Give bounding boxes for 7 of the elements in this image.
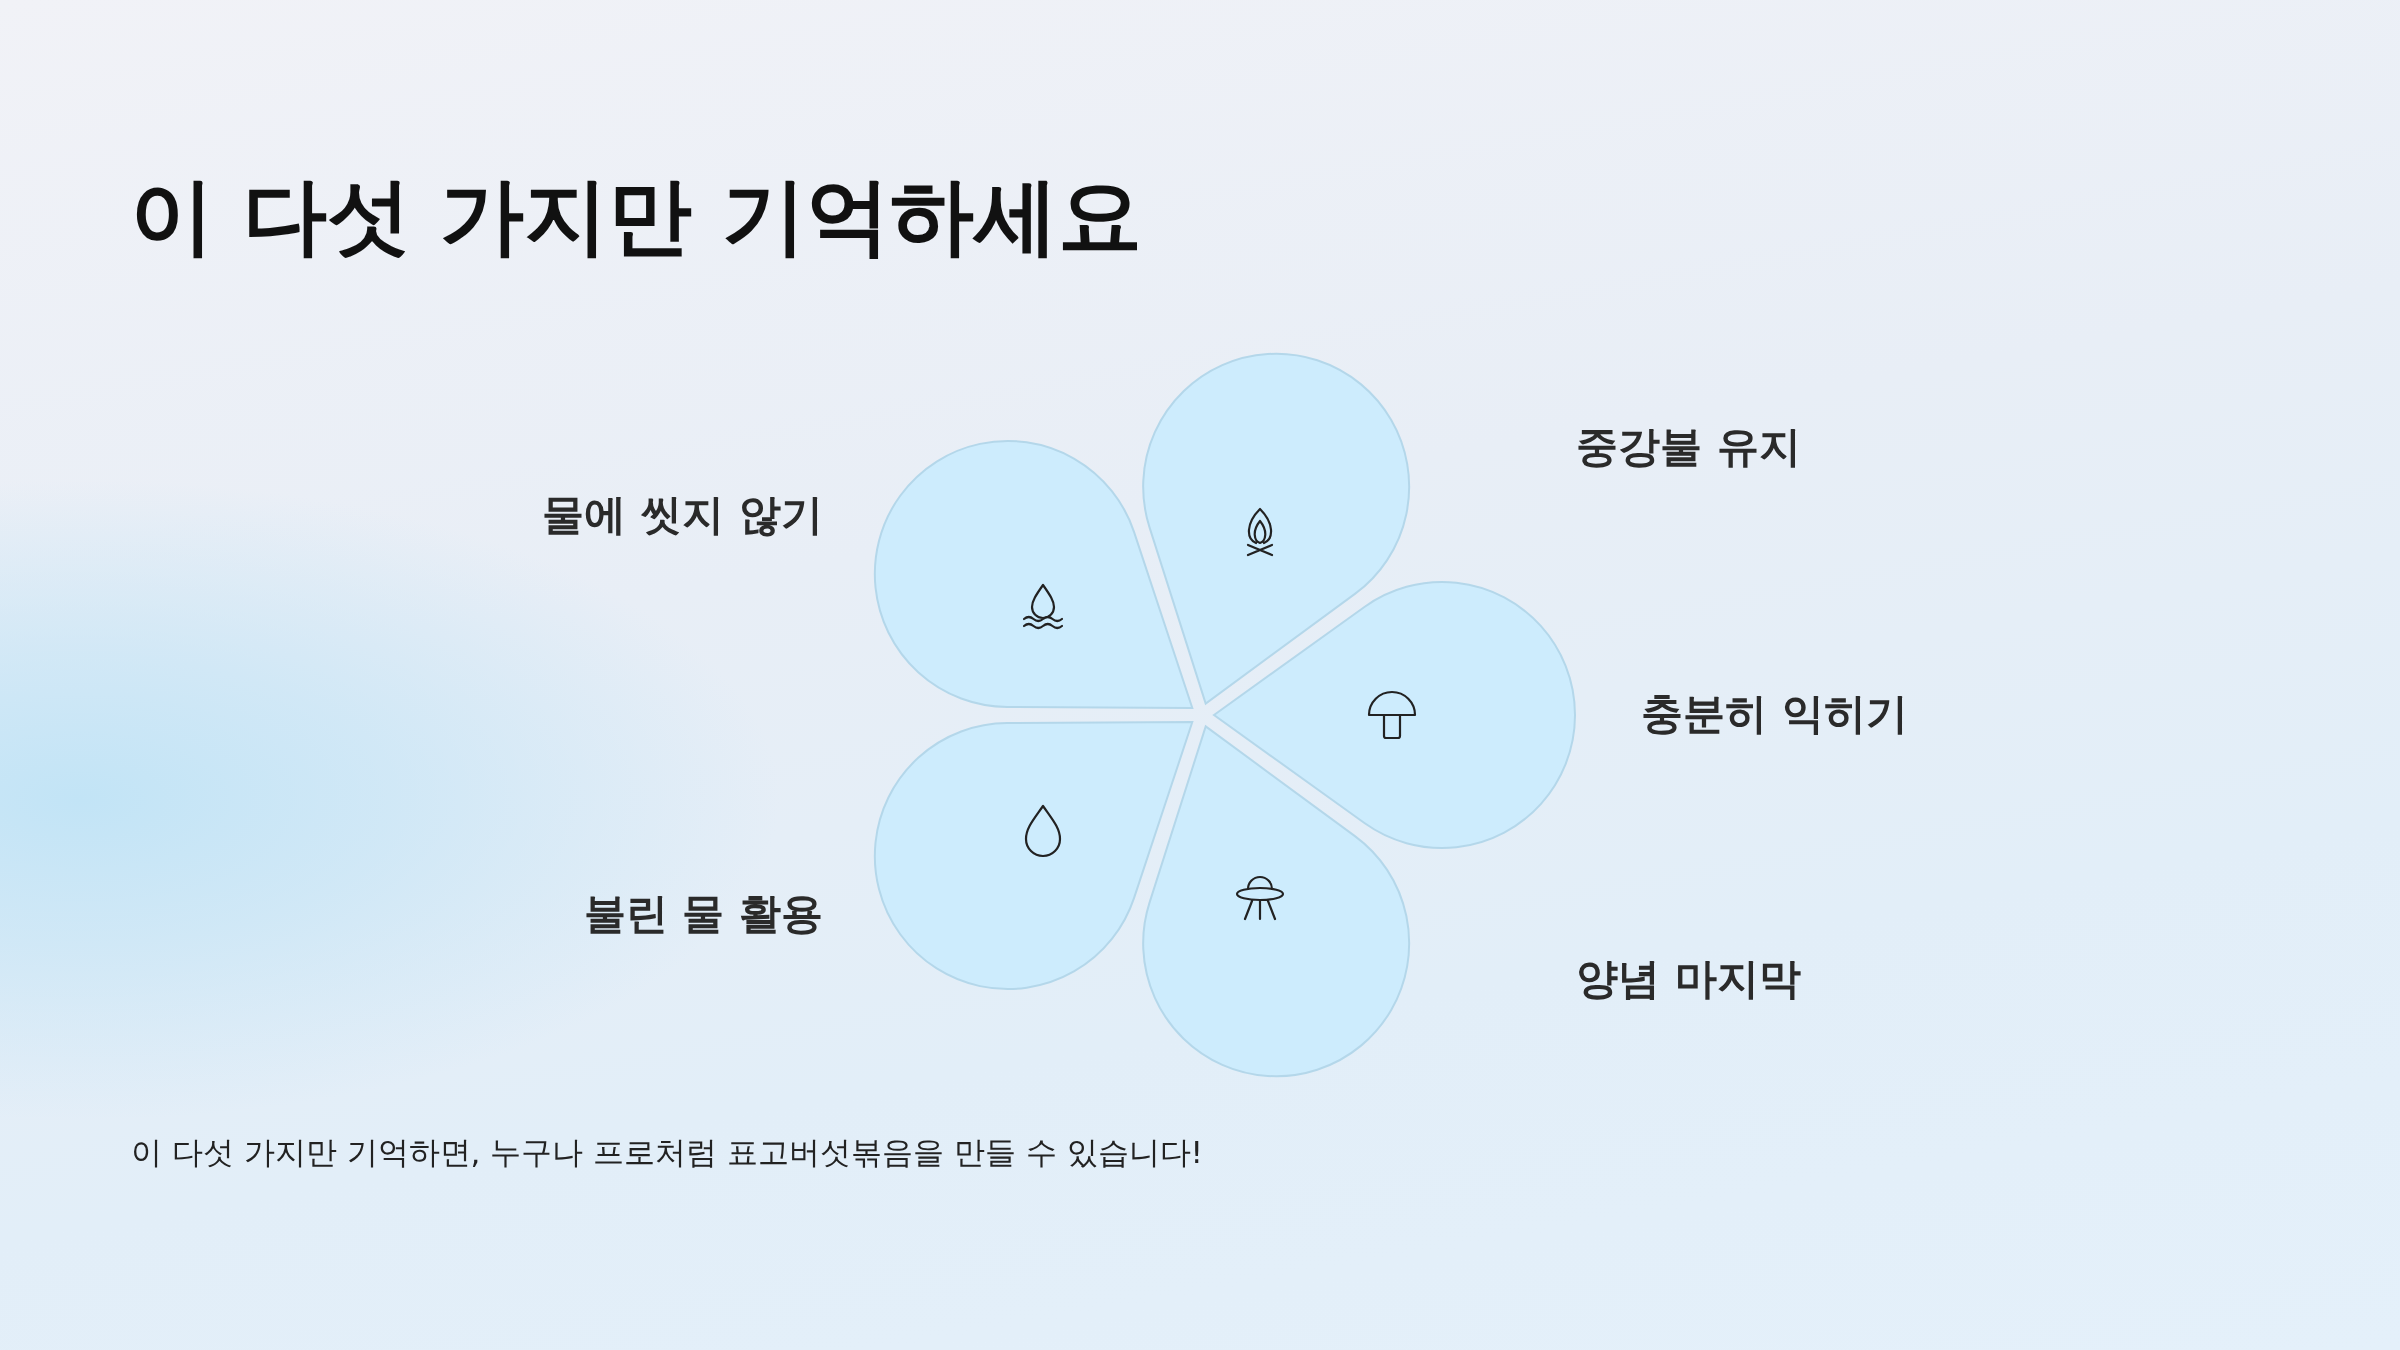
caption: 이 다섯 가지만 기억하면, 누구나 프로처럼 표고버섯볶음을 만들 수 있습니다! — [131, 1133, 1203, 1172]
step-label: 충분히 익히기 — [1641, 688, 1908, 740]
step-label: 물에 씻지 않기 — [541, 489, 823, 541]
step-label: 양념 마지막 — [1576, 953, 1801, 1005]
step-label: 중강불 유지 — [1576, 421, 1801, 473]
step-label: 불린 물 활용 — [583, 888, 823, 940]
title: 이 다섯 가지만 기억하세요 — [130, 166, 1142, 267]
